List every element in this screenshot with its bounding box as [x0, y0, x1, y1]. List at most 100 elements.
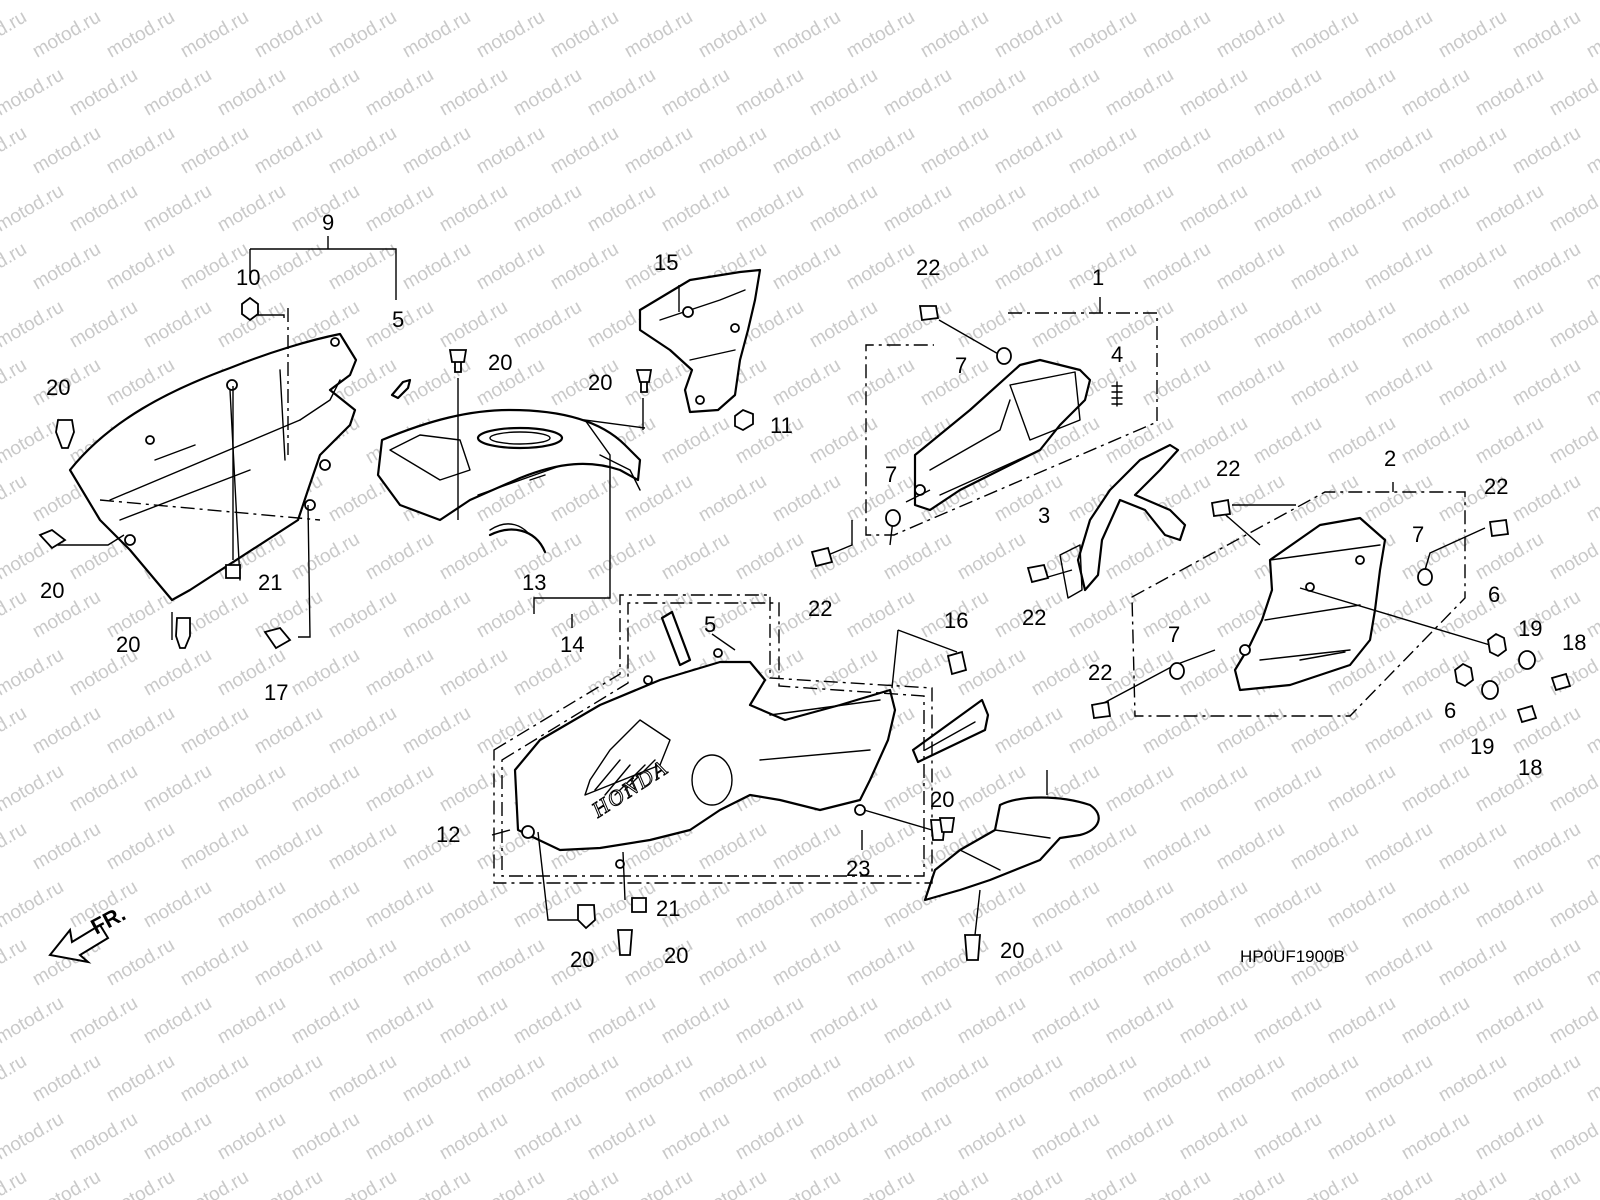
collar-part [996, 347, 1012, 365]
callout-2: 2 [1384, 446, 1396, 471]
watermark-text: motod.ru [399, 703, 474, 759]
watermark-text: motod.ru [1065, 7, 1140, 63]
watermark-text: motod.ru [510, 181, 585, 237]
watermark-text: motod.ru [1102, 1109, 1177, 1165]
watermark-text: motod.ru [1176, 529, 1251, 585]
watermark-text: motod.ru [1065, 1167, 1140, 1200]
watermark-text: motod.ru [917, 935, 992, 991]
watermark-text: motod.ru [1139, 123, 1214, 179]
callout-22: 22 [1216, 456, 1240, 481]
flange-bolt-part [810, 546, 834, 568]
watermark-text: motod.ru [991, 123, 1066, 179]
watermark-text: motod.ru [1435, 1167, 1510, 1200]
watermark-text: motod.ru [1324, 65, 1399, 121]
watermark-text: motod.ru [1546, 181, 1600, 237]
watermark-text: motod.ru [436, 181, 511, 237]
watermark-text: motod.ru [806, 181, 881, 237]
callout-3: 3 [1038, 503, 1050, 528]
watermark-text: motod.ru [436, 761, 511, 817]
watermark-text: motod.ru [880, 65, 955, 121]
watermark-text: motod.ru [214, 65, 289, 121]
watermark-text: motod.ru [0, 1167, 30, 1200]
watermark-text: motod.ru [510, 877, 585, 933]
watermark-text: motod.ru [473, 7, 548, 63]
watermark-text: motod.ru [732, 181, 807, 237]
flange-bolt-part [918, 305, 940, 322]
watermark-text: motod.ru [325, 703, 400, 759]
watermark-text: motod.ru [1324, 761, 1399, 817]
watermark-text: motod.ru [288, 645, 363, 701]
watermark-text: motod.ru [1287, 819, 1362, 875]
watermark-text: motod.ru [214, 877, 289, 933]
hex-nut-part [734, 408, 754, 432]
watermark-text: motod.ru [29, 1051, 104, 1107]
watermark-text: motod.ru [1102, 993, 1177, 1049]
watermark-text: motod.ru [251, 123, 326, 179]
watermark-text: motod.ru [1028, 297, 1103, 353]
watermark-text: motod.ru [436, 993, 511, 1049]
watermark-text: motod.ru [1509, 239, 1584, 295]
watermark-text: motod.ru [1435, 123, 1510, 179]
callout-22: 22 [808, 596, 832, 621]
watermark-text: motod.ru [1287, 123, 1362, 179]
watermark-text: motod.ru [806, 65, 881, 121]
push-clip-part [38, 528, 67, 550]
watermark-text: motod.ru [732, 65, 807, 121]
watermark-text: motod.ru [991, 471, 1066, 527]
watermark-text: motod.ru [140, 877, 215, 933]
callout-7: 7 [955, 353, 967, 378]
watermark-text: motod.ru [473, 239, 548, 295]
watermark-text: motod.ru [917, 123, 992, 179]
watermark-text: motod.ru [288, 877, 363, 933]
watermark-text: motod.ru [325, 935, 400, 991]
watermark-text: motod.ru [1176, 993, 1251, 1049]
watermark-text: motod.ru [1065, 587, 1140, 643]
callout-23: 23 [846, 856, 870, 881]
watermark-text: motod.ru [658, 413, 733, 469]
watermark-text: motod.ru [1213, 239, 1288, 295]
watermark-text: motod.ru [954, 65, 1029, 121]
watermark-text: motod.ru [1324, 877, 1399, 933]
watermark-text: motod.ru [510, 65, 585, 121]
watermark-text: motod.ru [1398, 877, 1473, 933]
watermark-text: motod.ru [362, 993, 437, 1049]
fasteners [38, 296, 1572, 961]
watermark-text: motod.ru [584, 529, 659, 585]
watermark-text: motod.ru [0, 1051, 30, 1107]
watermark-text: motod.ru [1287, 471, 1362, 527]
watermark-text: motod.ru [140, 761, 215, 817]
watermark-text: motod.ru [1250, 877, 1325, 933]
watermark-text: motod.ru [954, 297, 1029, 353]
watermark-text: motod.ru [177, 819, 252, 875]
watermark-text: motod.ru [1139, 1167, 1214, 1200]
watermark-text: motod.ru [103, 819, 178, 875]
watermark-text: motod.ru [658, 65, 733, 121]
watermark-text: motod.ru [436, 65, 511, 121]
watermark-text: motod.ru [621, 1051, 696, 1107]
watermark-text: motod.ru [843, 239, 918, 295]
watermark-text: motod.ru [362, 65, 437, 121]
watermark-text: motod.ru [1139, 1051, 1214, 1107]
watermark-text: motod.ru [954, 0, 1029, 4]
callout-4: 4 [1111, 342, 1123, 367]
side-cover-part: HONDA [513, 648, 897, 869]
watermark-text: motod.ru [29, 819, 104, 875]
watermark-text: motod.ru [66, 297, 141, 353]
callout-20: 20 [570, 947, 594, 972]
callout-19: 19 [1470, 734, 1494, 759]
watermark-text: motod.ru [510, 993, 585, 1049]
watermark-text: motod.ru [769, 471, 844, 527]
watermark-text: motod.ru [658, 1109, 733, 1165]
watermark-text: motod.ru [399, 239, 474, 295]
watermark-text: motod.ru [473, 1051, 548, 1107]
watermark-text: motod.ru [1250, 297, 1325, 353]
watermark-text: motod.ru [0, 645, 67, 701]
watermark-text: motod.ru [473, 587, 548, 643]
watermark-text: motod.ru [1509, 355, 1584, 411]
watermark-text: motod.ru [1509, 935, 1584, 991]
callout-10: 10 [236, 265, 260, 290]
watermark-text: motod.ru [1287, 355, 1362, 411]
callout-5: 5 [392, 307, 404, 332]
watermark-text: motod.ru [769, 1167, 844, 1200]
watermark-text: motod.ru [991, 1167, 1066, 1200]
